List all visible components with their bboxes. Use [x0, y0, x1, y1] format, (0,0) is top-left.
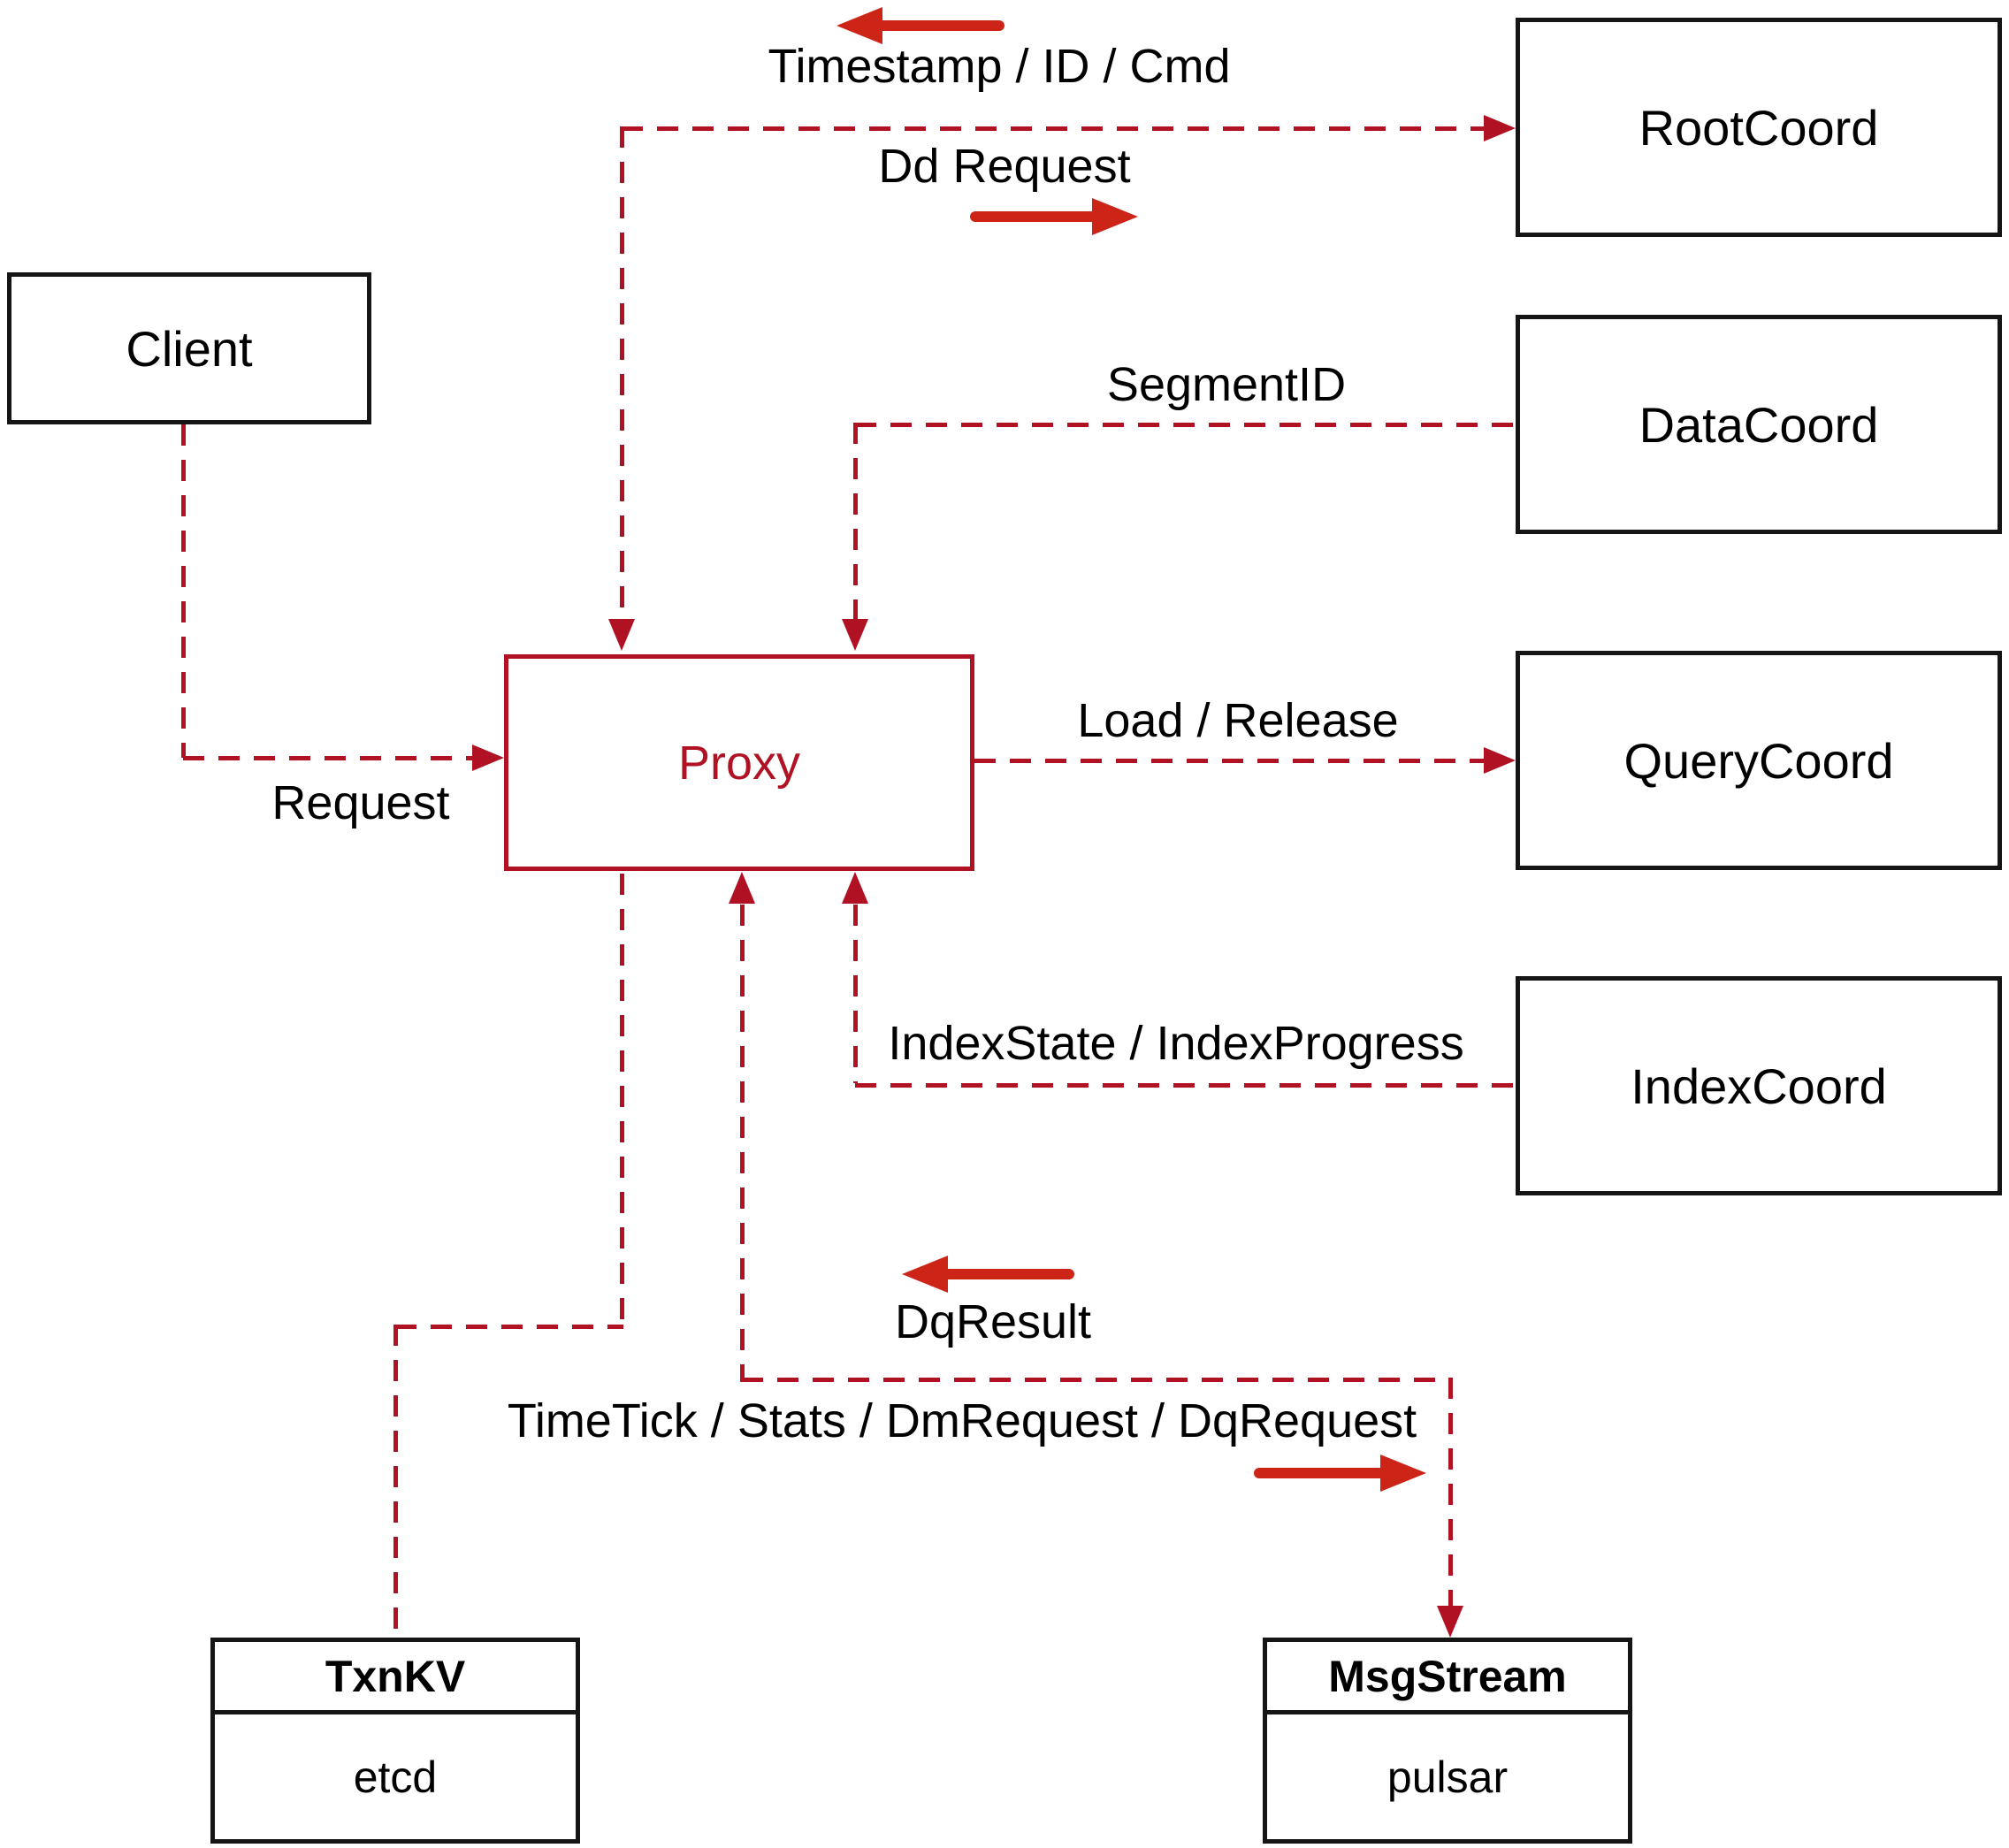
edge-datacoord-proxy-horizontal — [855, 423, 1516, 427]
timetick-right-arrow-icon — [1254, 1455, 1426, 1492]
edge-msgstream-proxy-arrowhead-icon — [729, 872, 755, 904]
edge-proxy-rootcoord-horizontal — [622, 126, 1484, 131]
node-datacoord-label: DataCoord — [1639, 396, 1879, 453]
arrow-shaft — [874, 20, 1004, 31]
node-txnkv-title: TxnKV — [215, 1642, 576, 1714]
edge-proxy-msgstream-vertical-lower — [1448, 1378, 1453, 1606]
label-load-release: Load / Release — [1077, 694, 1399, 747]
edge-client-proxy-horizontal — [183, 756, 472, 760]
edge-proxy-querycoord-arrowhead-icon — [1484, 747, 1516, 774]
edge-client-proxy-arrowhead-icon — [472, 745, 504, 771]
node-querycoord: QueryCoord — [1516, 651, 2002, 870]
edge-datacoord-proxy-arrowhead-icon — [842, 619, 868, 651]
node-indexcoord-label: IndexCoord — [1631, 1058, 1887, 1114]
node-msgstream-subtitle: pulsar — [1386, 1752, 1509, 1802]
edge-proxy-msgstream-vertical-upper — [740, 905, 745, 1382]
node-indexcoord: IndexCoord — [1516, 976, 2002, 1195]
edge-proxy-rootcoord-arrowhead-icon — [1484, 115, 1516, 141]
node-txnkv: TxnKV etcd — [210, 1638, 580, 1844]
label-segment-id: SegmentID — [1106, 358, 1347, 411]
node-proxy: Proxy — [504, 654, 974, 871]
node-rootcoord: RootCoord — [1516, 18, 2002, 237]
edge-client-proxy-vertical — [181, 424, 186, 758]
node-client: Client — [7, 272, 371, 424]
arrow-shaft — [1254, 1468, 1389, 1478]
direction-left-arrow-icon — [836, 7, 1004, 44]
node-rootcoord-label: RootCoord — [1639, 99, 1879, 156]
label-request: Request — [271, 776, 450, 829]
edge-proxy-msgstream-arrowhead-icon — [1437, 1606, 1463, 1638]
edge-rootcoord-proxy-arrowhead-icon — [608, 619, 635, 651]
node-txnkv-subtitle: etcd — [353, 1752, 438, 1802]
label-dq-result: DqResult — [894, 1295, 1092, 1348]
edge-proxy-msgstream-horizontal — [742, 1378, 1453, 1382]
node-proxy-label: Proxy — [677, 736, 801, 790]
edge-indexcoord-proxy-arrowhead-icon — [842, 872, 868, 904]
arrow-shaft — [939, 1269, 1074, 1279]
label-timetick: TimeTick / Stats / DmRequest / DqRequest — [507, 1394, 1417, 1447]
node-querycoord-label: QueryCoord — [1623, 732, 1894, 789]
edge-indexcoord-proxy-vertical — [853, 905, 858, 1083]
node-msgstream-title: MsgStream — [1267, 1642, 1628, 1714]
edge-indexcoord-proxy-horizontal — [855, 1083, 1516, 1088]
dqresult-left-arrow-icon — [902, 1256, 1074, 1293]
node-msgstream: MsgStream pulsar — [1263, 1638, 1632, 1844]
label-timestamp-id-cmd: Timestamp / ID / Cmd — [768, 40, 1231, 93]
node-client-label: Client — [126, 320, 253, 377]
edge-proxy-txnkv-vertical-lower — [393, 1325, 398, 1638]
edge-proxy-txnkv-horizontal — [395, 1325, 623, 1329]
arrow-shaft — [970, 211, 1101, 222]
edge-proxy-rootcoord-vertical — [620, 126, 624, 619]
label-index-state: IndexState / IndexProgress — [888, 1017, 1464, 1070]
label-dd-request: Dd Request — [878, 140, 1131, 193]
edge-proxy-querycoord-horizontal — [974, 759, 1484, 763]
edge-datacoord-proxy-vertical — [853, 423, 858, 619]
direction-right-arrow-icon — [970, 198, 1138, 235]
node-datacoord: DataCoord — [1516, 315, 2002, 534]
edge-proxy-txnkv-vertical-upper — [620, 874, 624, 1326]
